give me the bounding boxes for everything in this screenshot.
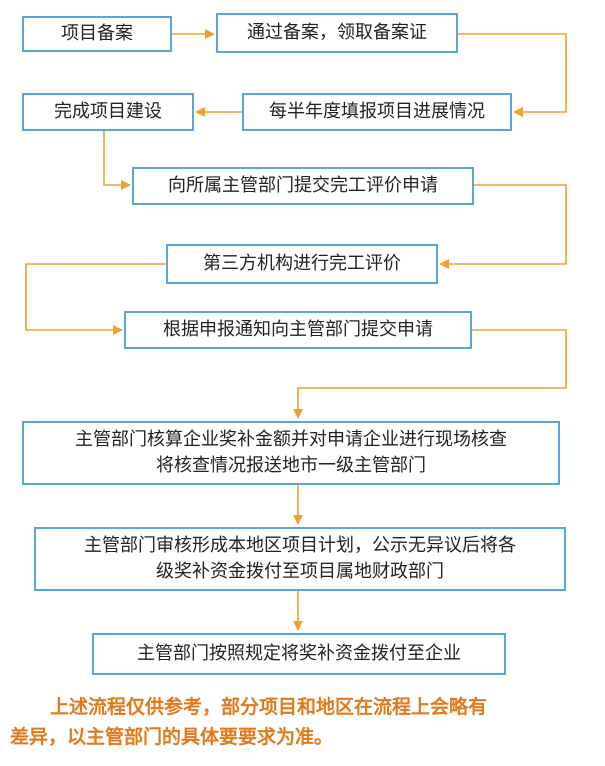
arrow-n5-n6 [439,184,567,269]
node-label: 主管部门按照规定将奖补资金拨付至企业 [137,643,461,664]
node-label: 通过备案，领取备案证 [247,22,427,43]
node-label-line-1: 主管部门审核形成本地区项目计划，公示无异议后将各 [84,535,516,556]
arrow-n2-n3 [458,33,567,117]
arrow-n7-n8 [293,329,567,419]
node-complete-construction: 完成项目建设 [22,93,194,131]
node-label: 项目备案 [61,23,133,44]
node-disburse-funds: 主管部门按照规定将奖补资金拨付至企业 [92,633,506,675]
node-label-line-2: 级奖补资金拨付至项目属地财政部门 [156,561,444,582]
node-calculate-and-inspect: 主管部门核算企业奖补金额并对申请企业进行现场核查 将核查情况报送地市一级主管部门 [22,421,560,485]
node-label: 每半年度填报项目进展情况 [269,101,485,122]
note-line-1: 上述流程仅供参考，部分项目和地区在流程上会略有 [50,696,488,718]
arrow-n4-n5 [103,130,131,190]
node-submit-completion-evaluation: 向所属主管部门提交完工评价申请 [132,167,474,205]
disclaimer-note: 上述流程仅供参考，部分项目和地区在流程上会略有 差异，以主管部门的具体要要求为准… [10,692,595,752]
node-obtain-certificate: 通过备案，领取备案证 [216,13,458,53]
node-label: 第三方机构进行完工评价 [203,253,401,274]
arrow-n6-n7 [25,263,166,335]
node-label: 向所属主管部门提交完工评价申请 [168,175,438,196]
node-project-filing: 项目备案 [22,16,172,52]
node-review-and-allocate: 主管部门审核形成本地区项目计划，公示无异议后将各 级奖补资金拨付至项目属地财政部… [34,527,566,591]
note-line-2: 差异，以主管部门的具体要要求为准。 [10,726,334,748]
node-submit-application: 根据申报通知向主管部门提交申请 [124,311,472,349]
node-third-party-evaluation: 第三方机构进行完工评价 [166,244,438,284]
node-label-line-2: 将核查情况报送地市一级主管部门 [156,455,426,476]
node-label: 完成项目建设 [54,101,162,122]
node-label: 根据申报通知向主管部门提交申请 [163,319,433,340]
node-label-line-1: 主管部门核算企业奖补金额并对申请企业进行现场核查 [75,429,507,450]
node-semiannual-report: 每半年度填报项目进展情况 [242,93,512,131]
